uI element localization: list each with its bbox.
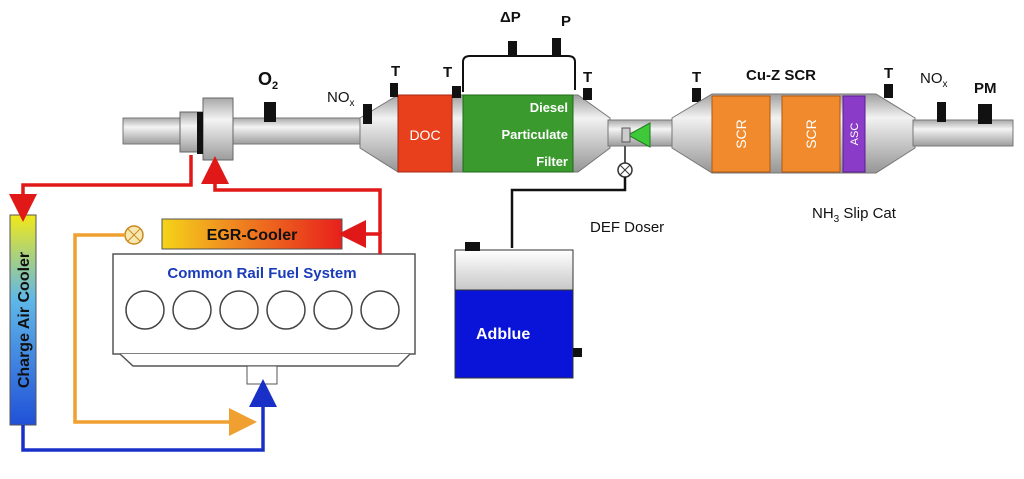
t-sensor-4: [692, 88, 701, 102]
p-sensor: [552, 38, 561, 55]
common-rail-label: Common Rail Fuel System: [167, 265, 356, 282]
doc-block: [397, 94, 453, 173]
scr-block-2: [781, 95, 841, 173]
t-label-5: T: [884, 65, 893, 82]
turbo-housing: [202, 97, 234, 161]
cylinder-3: [219, 290, 259, 330]
adblue-tank-fill: [454, 289, 574, 379]
t-label-4: T: [692, 69, 701, 86]
cylinder-1: [125, 290, 165, 330]
p-label: P: [561, 13, 571, 30]
egr-cooler-label: EGR-Cooler: [207, 227, 298, 244]
delta-p-sensor: [508, 41, 517, 56]
dpf-block: [462, 94, 574, 173]
cylinder-6: [360, 290, 400, 330]
dpf-label-3: Filter: [536, 154, 568, 169]
o2-sensor: [264, 102, 276, 122]
delta-p-line: [462, 55, 576, 92]
exhaust-to-egr-line: [338, 220, 382, 254]
def-doser-nozzle: [626, 122, 651, 148]
pm-label: PM: [974, 80, 997, 97]
def-doser-body: [621, 127, 631, 143]
t-label-3: T: [583, 69, 592, 86]
egr-return-line: [73, 233, 257, 436]
cylinder-4: [266, 290, 306, 330]
asc-block: [842, 95, 866, 173]
t-label-1: T: [391, 63, 400, 80]
pm-sensor: [978, 104, 992, 124]
scr-block-1: [711, 95, 771, 173]
nh3-slip-cat-label: NH3 Slip Cat: [812, 205, 897, 225]
t-sensor-1: [390, 83, 398, 97]
cylinder-2: [172, 290, 212, 330]
cylinder-5: [313, 290, 353, 330]
exhaust-inlet-pipe: [122, 117, 364, 145]
cuz-scr-label: Cu-Z SCR: [746, 67, 816, 84]
t-sensor-2: [452, 86, 461, 98]
doc-label: DOC: [409, 127, 440, 143]
nox-sensor-downstream: [937, 102, 946, 122]
engine-inlet-port: [246, 365, 278, 385]
nox-label-upstream: NOx: [327, 89, 355, 109]
def-supply-line: [510, 177, 627, 248]
nox-sensor-upstream: [363, 104, 372, 124]
t-label-2: T: [443, 64, 452, 81]
egr-valve-cross-2: [127, 228, 141, 242]
scr-label-1: SCR: [733, 119, 749, 149]
adblue-tank-top: [454, 249, 574, 291]
engine-sump: [119, 353, 411, 367]
delta-p-label: ΔP: [500, 9, 521, 26]
adblue-label: Adblue: [476, 326, 530, 343]
dpf-label-1: Diesel: [530, 100, 568, 115]
asc-label: ASC: [849, 123, 861, 146]
dpf-label-2: Particulate: [502, 127, 568, 142]
egr-cooler: [161, 218, 343, 250]
t-sensor-3: [583, 88, 592, 100]
exhaust-to-turbo-line: [201, 156, 382, 234]
adblue-cap: [465, 242, 480, 251]
turbo-separator: [197, 112, 203, 154]
cool-air-line: [21, 379, 277, 452]
t-sensor-5: [884, 84, 893, 98]
def-doser-label: DEF Doser: [590, 219, 664, 236]
charge-air-cooler-label: Charge Air Cooler: [16, 252, 33, 388]
def-valve-cross-2: [619, 164, 631, 176]
scr-label-2: SCR: [803, 119, 819, 149]
hot-air-line-to-cac: [9, 155, 193, 222]
adblue-drain: [573, 348, 582, 357]
tailpipe: [912, 119, 1014, 147]
nox-label-downstream: NOx: [920, 70, 948, 90]
o2-label: O2: [258, 69, 278, 92]
